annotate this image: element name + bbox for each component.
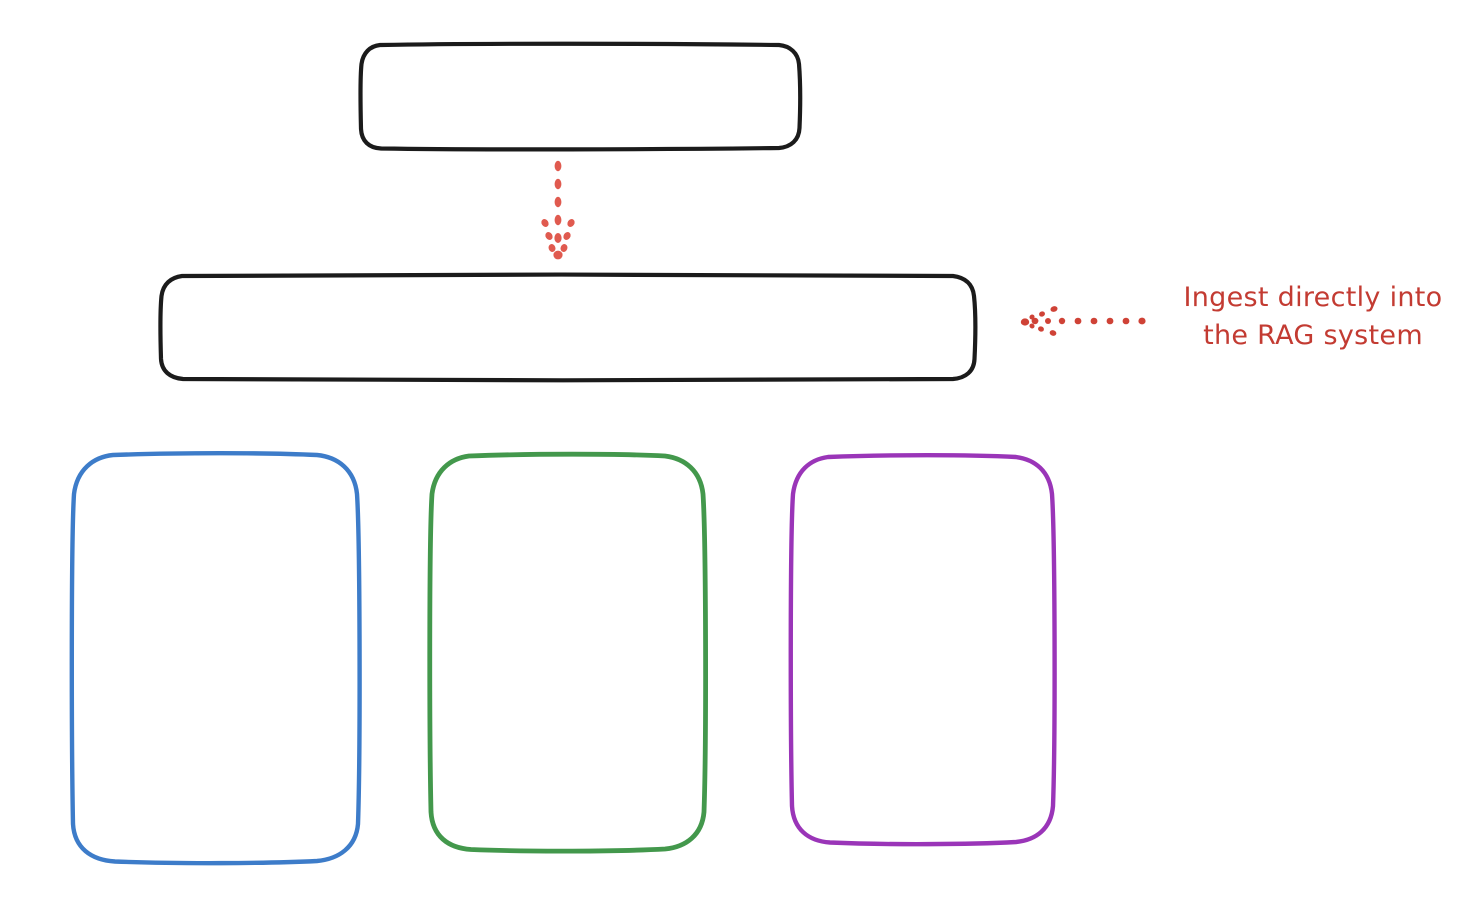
relational-io-api-label: RelationalIO (insert_sql, query_sql) bbox=[844, 584, 1000, 681]
vector-io-node[interactable]: VectorIO (insert_chunks, delete_chunks, … bbox=[67, 450, 363, 867]
vector-io-node-label: VectorIO (insert_chunks, delete_chunks, … bbox=[67, 536, 363, 810]
sql-table-label: SQLTable bbox=[865, 722, 979, 752]
ingest-annotation-text: Ingest directly into the RAG system bbox=[1183, 282, 1443, 352]
agent-node[interactable]: AGENT bbox=[356, 40, 804, 153]
rag-tool-node[interactable]: RAG Tool bbox=[156, 271, 979, 383]
relational-io-node[interactable]: RelationalIO (insert_sql, query_sql) SQL… bbox=[786, 452, 1058, 847]
vector-io-api-label: VectorIO (insert_chunks, delete_chunks, … bbox=[116, 572, 314, 703]
key-value-io-api-label: KeyValueIO (set_key, delete_key, get) bbox=[462, 583, 672, 680]
ingest-pointer-arrow bbox=[1020, 306, 1146, 336]
agent-to-rag-tool-arrow bbox=[541, 160, 575, 260]
key-value-io-node-label: KeyValueIO (set_key, delete_key, get) Ke… bbox=[425, 547, 709, 787]
agent-node-label: AGENT bbox=[522, 80, 638, 112]
rag-tool-node-label: RAG Tool bbox=[506, 311, 629, 342]
key-value-io-node[interactable]: KeyValueIO (set_key, delete_key, get) Ke… bbox=[425, 451, 709, 854]
vector-index-label: VectorIndex bbox=[138, 744, 292, 774]
relational-io-node-label: RelationalIO (insert_sql, query_sql) SQL… bbox=[786, 548, 1058, 788]
key-value-index-label: KeyValueIndex bbox=[472, 721, 661, 751]
